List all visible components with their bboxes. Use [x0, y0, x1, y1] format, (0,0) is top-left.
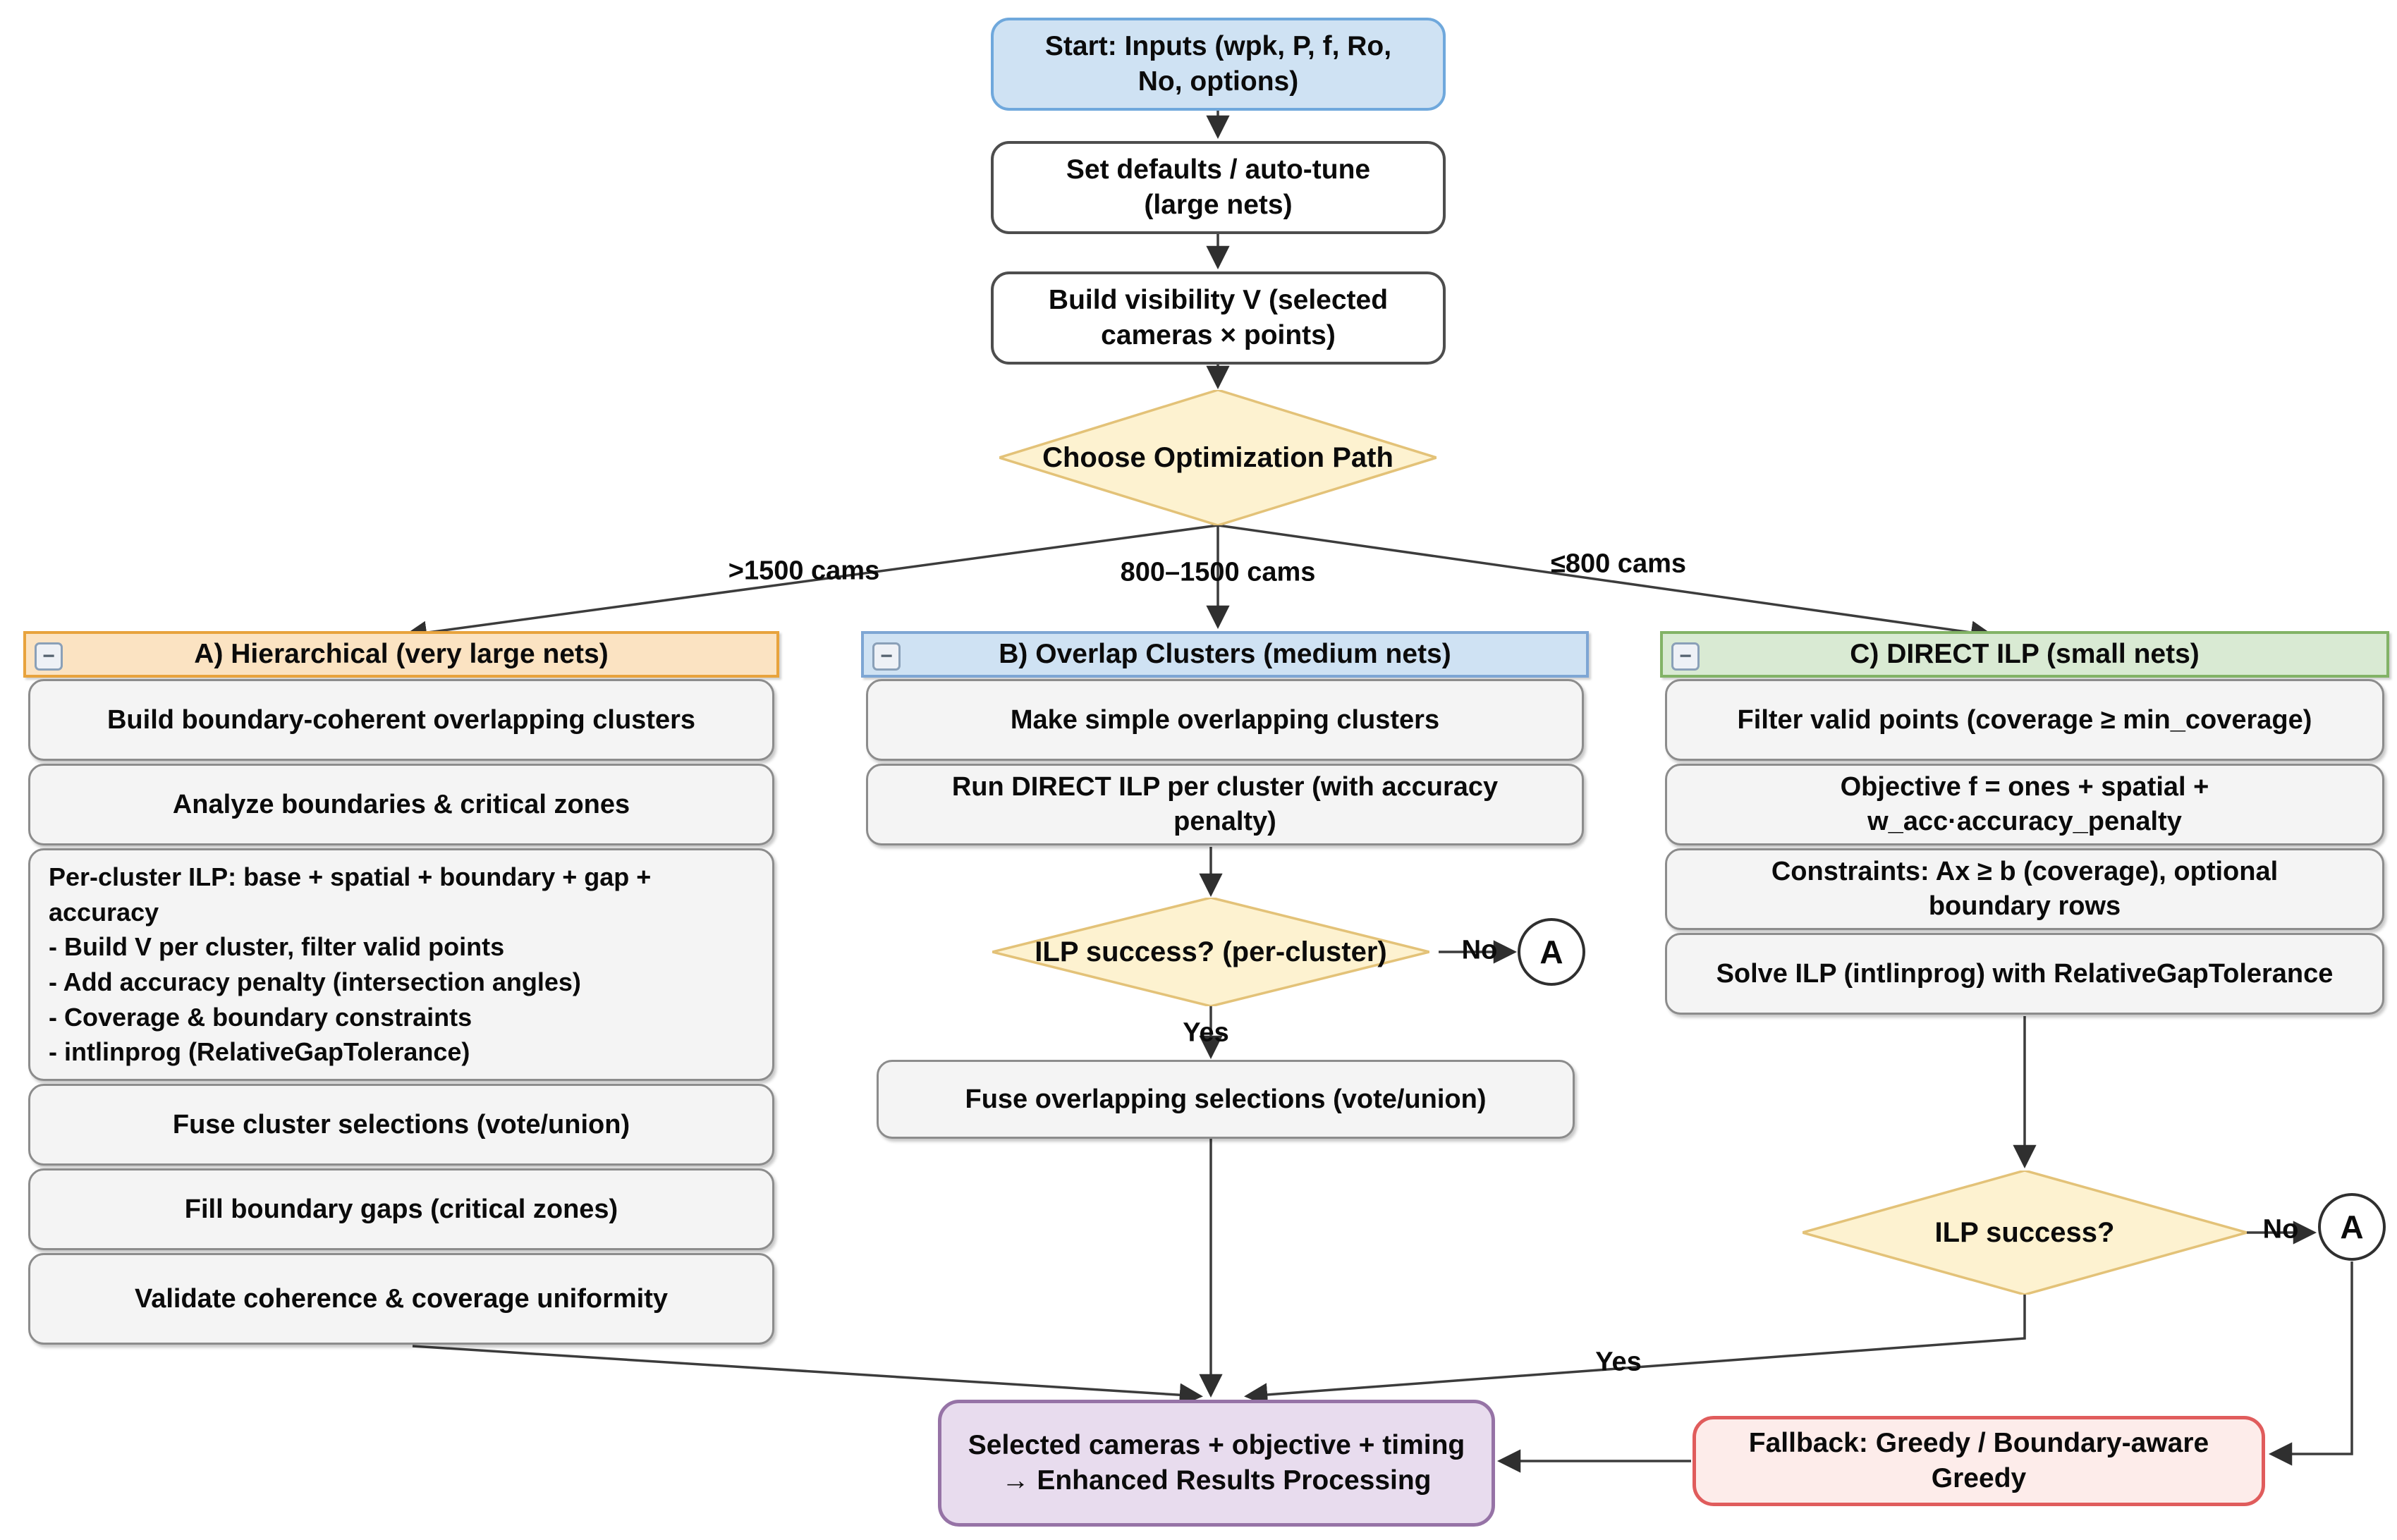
step-label: Run DIRECT ILP per cluster (with accurac…: [951, 772, 1499, 836]
step-per-cluster-ilp: Per-cluster ILP: base + spatial + bounda…: [28, 848, 774, 1081]
connector-a-label: A: [1539, 934, 1563, 970]
connector-a: A: [1518, 918, 1585, 986]
step-fuse-overlapping-selections: Fuse overlapping selections (vote/union): [877, 1060, 1575, 1139]
step-validate-coherence: Validate coherence & coverage uniformity: [28, 1253, 774, 1345]
decision-choose-path-label: Choose Optimization Path: [1042, 441, 1393, 473]
step-label: Fuse cluster selections (vote/union): [172, 1109, 630, 1139]
decision-ilp-success-per-cluster-label: ILP success? (per-cluster): [1035, 936, 1387, 967]
step-label: Fuse overlapping selections (vote/union): [965, 1084, 1487, 1114]
node-start-label: Start: Inputs (wpk, P, f, Ro, No, option…: [1044, 31, 1392, 97]
step-objective-f: Objective f = ones + spatial + w_acc·acc…: [1665, 764, 2384, 845]
connector-a-label: A: [2340, 1209, 2364, 1245]
step-solve-ilp: Solve ILP (intlinprog) with RelativeGapT…: [1665, 933, 2384, 1015]
step-label: Fill boundary gaps (critical zones): [184, 1194, 618, 1224]
col-a-header: − A) Hierarchical (very large nets): [23, 631, 779, 678]
connector-a: A: [2318, 1193, 2386, 1261]
decision-ilp-success: ILP success?: [1803, 1171, 2247, 1295]
edge-label-no: No: [2262, 1214, 2299, 1245]
node-results: Selected cameras + objective + timing → …: [938, 1400, 1495, 1527]
col-b-header-label: B) Overlap Clusters (medium nets): [999, 639, 1451, 669]
step-constraints: Constraints: Ax ≥ b (coverage), optional…: [1665, 848, 2384, 930]
step-label: Objective f = ones + spatial + w_acc·acc…: [1840, 772, 2209, 836]
step-fill-boundary-gaps: Fill boundary gaps (critical zones): [28, 1168, 774, 1250]
edge-label-no: No: [1461, 935, 1498, 965]
decision-choose-path: Choose Optimization Path: [999, 390, 1437, 525]
step-run-direct-ilp-per-cluster: Run DIRECT ILP per cluster (with accurac…: [866, 764, 1584, 845]
step-label: Per-cluster ILP: base + spatial + bounda…: [49, 862, 652, 1067]
node-results-label: Selected cameras + objective + timing → …: [968, 1430, 1465, 1496]
step-label: Validate coherence & coverage uniformity: [134, 1283, 669, 1314]
decision-ilp-success-label: ILP success?: [1934, 1216, 2115, 1248]
branch-label-middle: 800–1500 cams: [1120, 557, 1316, 587]
collapse-icon[interactable]: −: [35, 642, 63, 671]
edge-label-yes: Yes: [1183, 1018, 1229, 1048]
edge-label-yes: Yes: [1595, 1347, 1642, 1377]
step-analyze-boundaries: Analyze boundaries & critical zones: [28, 764, 774, 845]
step-label: Filter valid points (coverage ≥ min_cove…: [1737, 704, 2312, 735]
step-label: Analyze boundaries & critical zones: [172, 789, 630, 819]
node-set-defaults: Set defaults / auto-tune (large nets): [991, 141, 1446, 234]
node-start: Start: Inputs (wpk, P, f, Ro, No, option…: [991, 18, 1446, 111]
node-fallback-label: Fallback: Greedy / Boundary-aware Greedy: [1748, 1428, 2209, 1493]
step-label: Constraints: Ax ≥ b (coverage), optional…: [1771, 857, 2279, 921]
node-set-defaults-label: Set defaults / auto-tune (large nets): [1066, 154, 1371, 220]
step-label: Make simple overlapping clusters: [1010, 704, 1440, 735]
col-c-header: − C) DIRECT ILP (small nets): [1660, 631, 2389, 678]
node-build-visibility: Build visibility V (selected cameras × p…: [991, 271, 1446, 365]
decision-ilp-success-per-cluster: ILP success? (per-cluster): [992, 898, 1429, 1006]
collapse-icon[interactable]: −: [1671, 642, 1700, 671]
step-label: Build boundary-coherent overlapping clus…: [106, 704, 695, 735]
step-filter-valid-points: Filter valid points (coverage ≥ min_cove…: [1665, 679, 2384, 761]
col-c-header-label: C) DIRECT ILP (small nets): [1850, 639, 2200, 669]
step-label: Solve ILP (intlinprog) with RelativeGapT…: [1716, 958, 2334, 989]
col-a-header-label: A) Hierarchical (very large nets): [194, 639, 609, 669]
node-build-visibility-label: Build visibility V (selected cameras × p…: [1048, 285, 1389, 350]
branch-label-left: >1500 cams: [728, 556, 880, 586]
step-fuse-cluster-selections: Fuse cluster selections (vote/union): [28, 1084, 774, 1166]
node-fallback-greedy: Fallback: Greedy / Boundary-aware Greedy: [1692, 1416, 2265, 1506]
col-b-header: − B) Overlap Clusters (medium nets): [861, 631, 1589, 678]
step-build-boundary-clusters: Build boundary-coherent overlapping clus…: [28, 679, 774, 761]
branch-label-right: ≤800 cams: [1550, 549, 1687, 579]
collapse-icon[interactable]: −: [872, 642, 901, 671]
step-make-simple-clusters: Make simple overlapping clusters: [866, 679, 1584, 761]
